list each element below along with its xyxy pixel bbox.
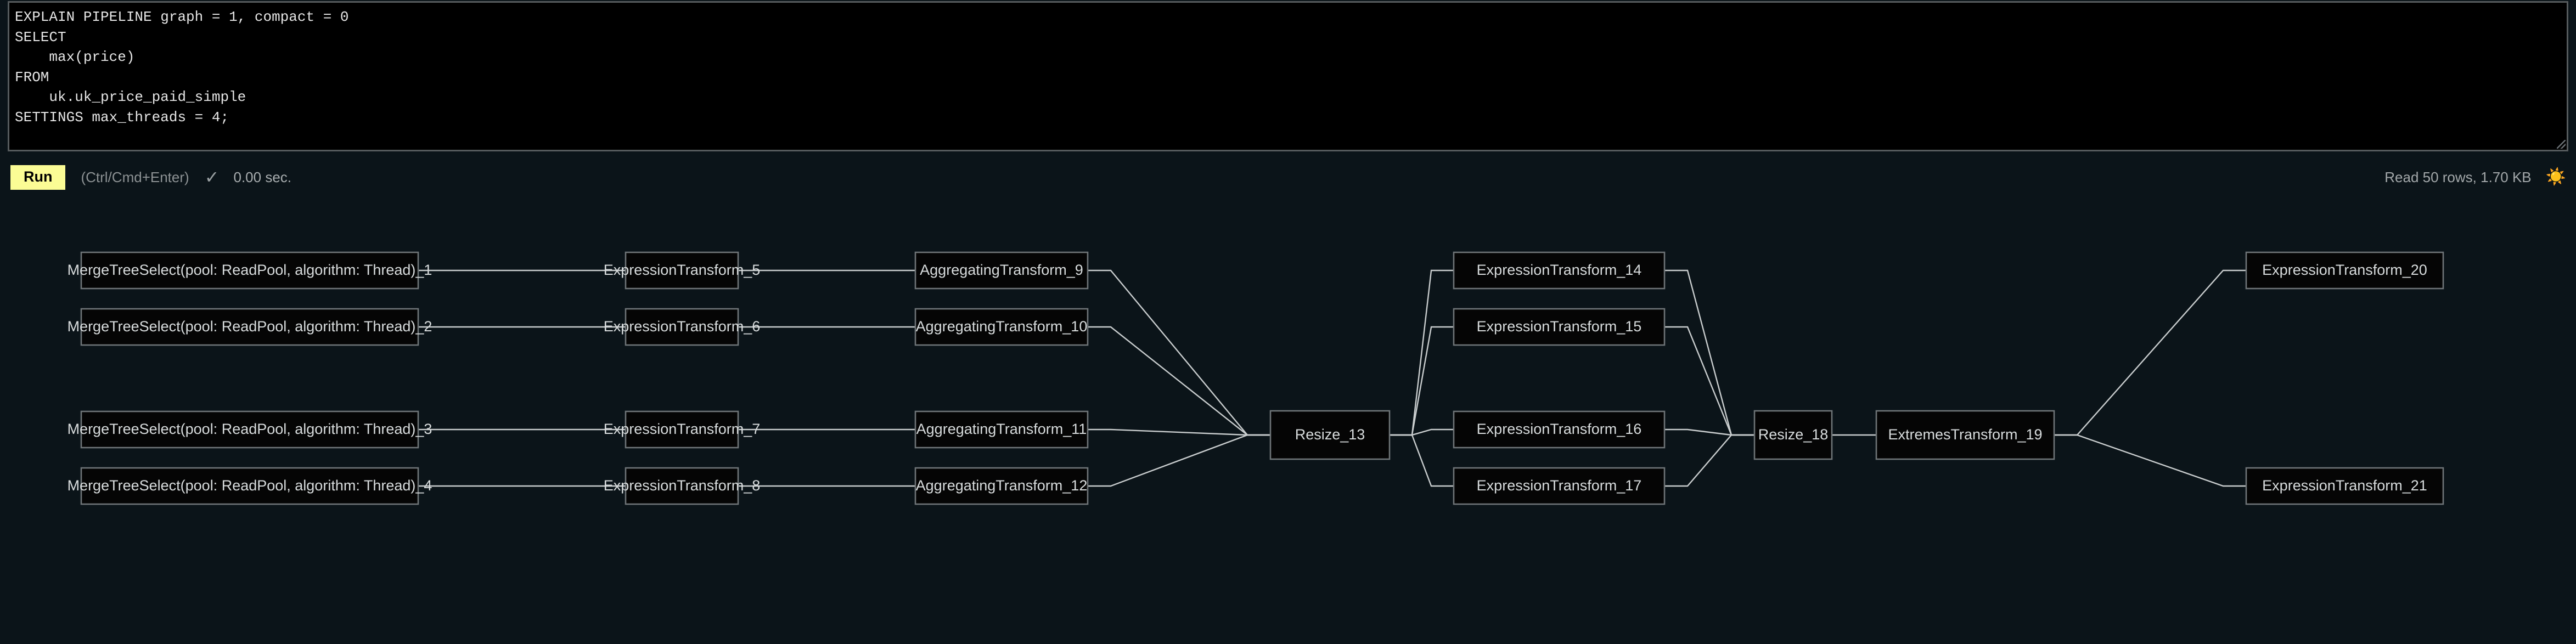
graph-node-label: ExpressionTransform_8 — [604, 477, 761, 494]
read-stats-label: Read 50 rows, 1.70 KB — [2384, 168, 2532, 185]
graph-node[interactable]: ExtremesTransform_19 — [1875, 410, 2055, 460]
query-toolbar: Run (Ctrl/Cmd+Enter) ✓ 0.00 sec. Read 50… — [0, 160, 2576, 194]
graph-node[interactable]: ExpressionTransform_7 — [604, 410, 761, 449]
graph-edge — [1390, 434, 1454, 487]
sql-editor-panel[interactable] — [8, 1, 2568, 151]
graph-node-box — [914, 410, 1089, 449]
graph-edge — [1088, 434, 1270, 487]
graph-node-box — [2245, 467, 2444, 505]
graph-node-box — [80, 308, 419, 346]
graph-node-label: ExpressionTransform_17 — [1477, 477, 1642, 494]
graph-node-label: ExpressionTransform_6 — [604, 318, 761, 335]
graph-node-box — [1453, 410, 1666, 449]
graph-node-label: AggregatingTransform_12 — [916, 477, 1088, 494]
graph-node[interactable]: ExpressionTransform_15 — [1453, 308, 1666, 346]
graph-node-box — [1753, 410, 1833, 460]
elapsed-time-label: 0.00 sec. — [233, 168, 292, 185]
graph-node[interactable]: MergeTreeSelect(pool: ReadPool, algorith… — [68, 251, 432, 290]
graph-node-box — [914, 308, 1089, 346]
graph-edge — [2054, 434, 2246, 487]
graph-node[interactable]: Resize_18 — [1753, 410, 1833, 460]
graph-node-box — [2245, 251, 2444, 290]
graph-node-label: AggregatingTransform_10 — [916, 318, 1088, 335]
graph-node-label: MergeTreeSelect(pool: ReadPool, algorith… — [68, 262, 432, 278]
graph-node-label: Resize_18 — [1758, 426, 1829, 443]
graph-edge — [1390, 269, 1454, 436]
graph-node-box — [1453, 467, 1666, 505]
sql-query-input[interactable] — [9, 3, 2567, 150]
graph-node[interactable]: ExpressionTransform_8 — [604, 467, 761, 505]
graph-edge — [2054, 269, 2246, 436]
graph-node[interactable]: AggregatingTransform_11 — [914, 410, 1089, 449]
graph-node[interactable]: ExpressionTransform_5 — [604, 251, 761, 290]
graph-edge — [1664, 269, 1754, 436]
graph-edge — [1390, 428, 1454, 436]
graph-node-label: AggregatingTransform_11 — [916, 421, 1087, 437]
graph-node-label: Resize_13 — [1295, 426, 1365, 443]
graph-node[interactable]: ExpressionTransform_16 — [1453, 410, 1666, 449]
graph-node-label: ExpressionTransform_7 — [604, 421, 761, 437]
graph-edge — [1390, 326, 1454, 436]
graph-node[interactable]: AggregatingTransform_10 — [914, 308, 1089, 346]
graph-node-box — [1875, 410, 2055, 460]
graph-node-layer: MergeTreeSelect(pool: ReadPool, algorith… — [68, 251, 2444, 505]
pipeline-graph[interactable]: MergeTreeSelect(pool: ReadPool, algorith… — [0, 197, 2576, 644]
graph-edge — [1664, 428, 1754, 436]
graph-node-label: ExpressionTransform_14 — [1477, 262, 1642, 278]
graph-edge — [1088, 326, 1270, 436]
graph-node-label: AggregatingTransform_9 — [920, 262, 1083, 278]
graph-node-box — [80, 467, 419, 505]
graph-node-label: MergeTreeSelect(pool: ReadPool, algorith… — [68, 318, 432, 335]
graph-node[interactable]: ExpressionTransform_6 — [604, 308, 761, 346]
graph-node-box — [1453, 308, 1666, 346]
graph-edge — [1088, 269, 1270, 436]
graph-node[interactable]: MergeTreeSelect(pool: ReadPool, algorith… — [68, 467, 432, 505]
graph-node[interactable]: MergeTreeSelect(pool: ReadPool, algorith… — [68, 410, 432, 449]
graph-edge-layer — [418, 269, 2246, 487]
graph-node-box — [1453, 251, 1666, 290]
run-button[interactable]: Run — [10, 165, 66, 190]
graph-node-label: ExpressionTransform_5 — [604, 262, 761, 278]
graph-node[interactable]: AggregatingTransform_12 — [914, 467, 1089, 505]
graph-node[interactable]: ExpressionTransform_14 — [1453, 251, 1666, 290]
graph-node-box — [80, 410, 419, 449]
sun-icon[interactable]: ☀️ — [2545, 168, 2566, 186]
graph-node-box — [625, 308, 739, 346]
success-check-icon: ✓ — [204, 167, 220, 187]
graph-node[interactable]: ExpressionTransform_17 — [1453, 467, 1666, 505]
editor-resize-handle[interactable] — [2557, 140, 2566, 149]
graph-node-box — [914, 467, 1089, 505]
graph-node-label: MergeTreeSelect(pool: ReadPool, algorith… — [68, 477, 432, 494]
pipeline-graph-svg: MergeTreeSelect(pool: ReadPool, algorith… — [68, 251, 2444, 505]
graph-node-box — [80, 251, 419, 290]
graph-node[interactable]: ExpressionTransform_20 — [2245, 251, 2444, 290]
graph-node-box — [625, 251, 739, 290]
run-shortcut-hint: (Ctrl/Cmd+Enter) — [81, 168, 189, 185]
graph-node-box — [625, 467, 739, 505]
graph-node-box — [1269, 410, 1391, 460]
graph-node[interactable]: AggregatingTransform_9 — [914, 251, 1089, 290]
graph-node-box — [625, 410, 739, 449]
graph-node-label: ExpressionTransform_20 — [2262, 262, 2427, 278]
graph-node-label: MergeTreeSelect(pool: ReadPool, algorith… — [68, 421, 432, 437]
graph-node-label: ExtremesTransform_19 — [1888, 426, 2042, 443]
graph-node-label: ExpressionTransform_21 — [2262, 477, 2427, 494]
graph-node[interactable]: ExpressionTransform_21 — [2245, 467, 2444, 505]
graph-edge — [1664, 434, 1754, 487]
graph-node-box — [914, 251, 1089, 290]
graph-edge — [1664, 326, 1754, 436]
graph-node[interactable]: MergeTreeSelect(pool: ReadPool, algorith… — [68, 308, 432, 346]
graph-node-label: ExpressionTransform_15 — [1477, 318, 1642, 335]
graph-node[interactable]: Resize_13 — [1269, 410, 1391, 460]
graph-node-label: ExpressionTransform_16 — [1477, 421, 1642, 437]
